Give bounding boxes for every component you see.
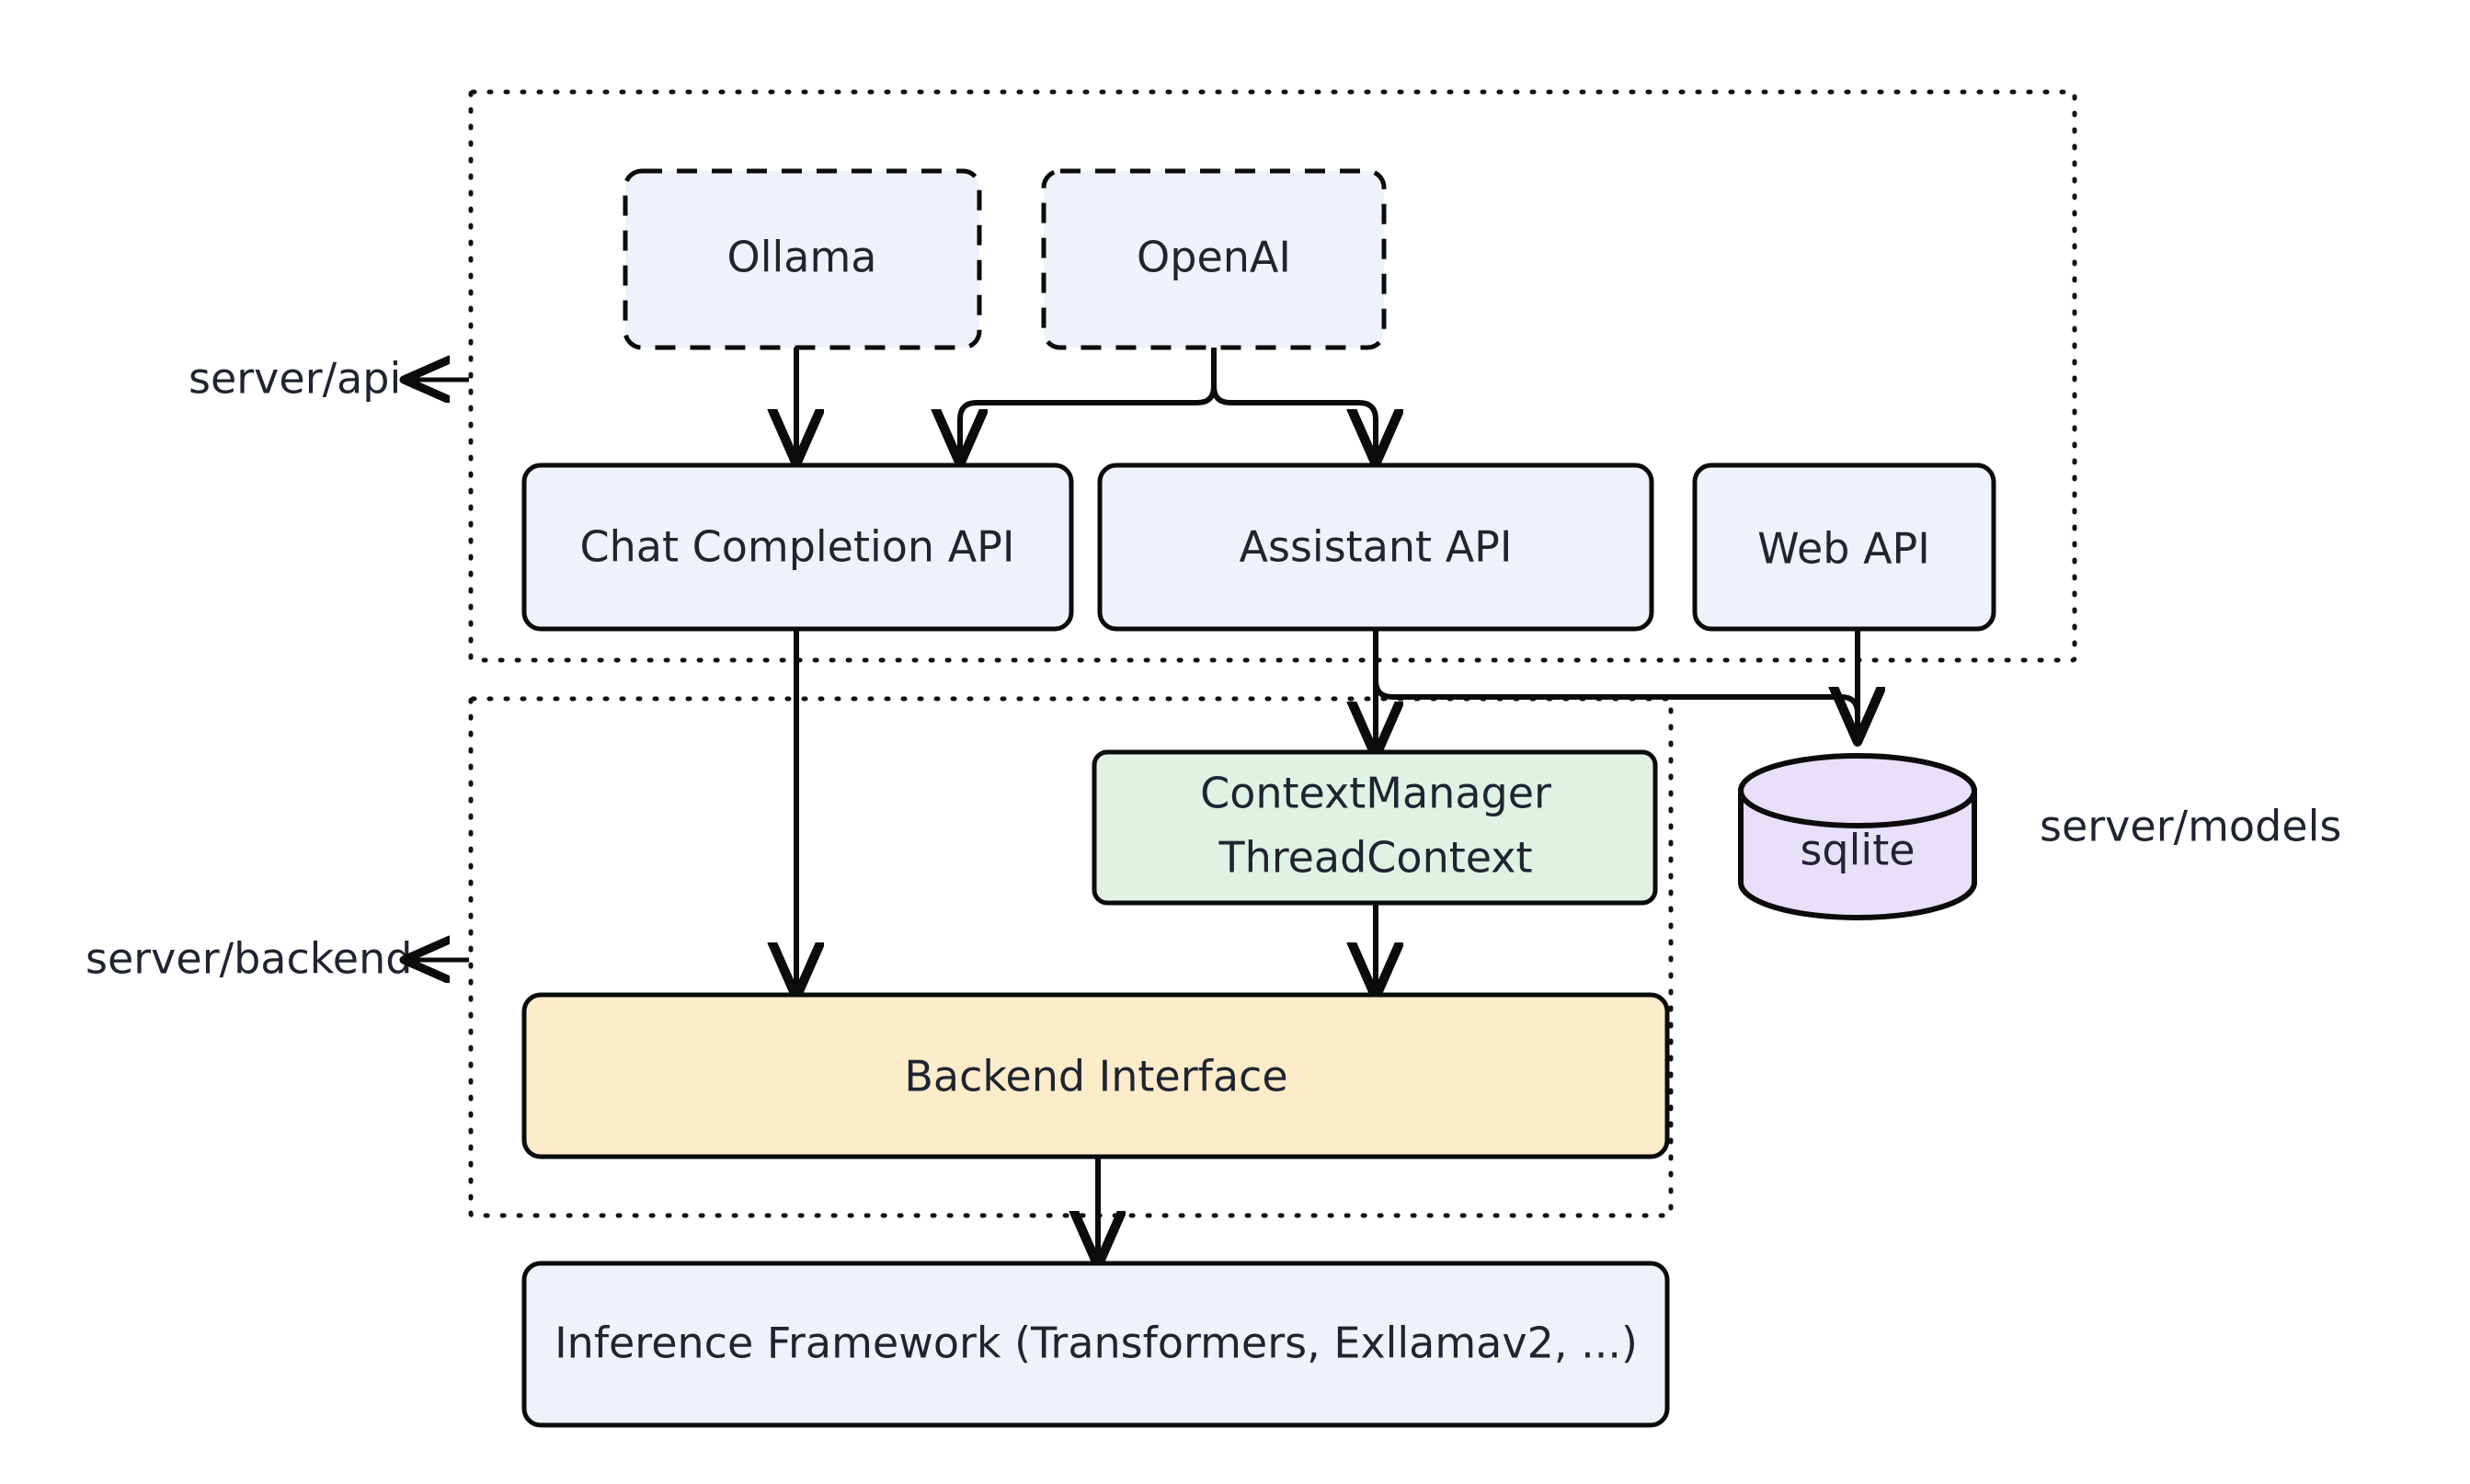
node-inference-framework[interactable]: Inference Framework (Transformers, Exlla… — [521, 1261, 1670, 1428]
group-server-api — [468, 89, 2077, 663]
node-context-manager-label-line1: ContextManager — [1200, 769, 1551, 818]
node-ollama-shape[interactable] — [623, 168, 982, 350]
node-ollama-label: Ollama — [727, 233, 877, 282]
edge-assistant-api-to-sqlite — [1373, 629, 1858, 737]
node-web-api-label: Web API — [1757, 524, 1930, 574]
node-openai[interactable]: OpenAI — [1041, 168, 1387, 350]
node-chat-completion-api-shape[interactable] — [521, 462, 1074, 632]
node-backend-interface-shape[interactable] — [521, 992, 1670, 1159]
node-sqlite-label: sqlite — [1800, 826, 1915, 875]
node-web-api-shape[interactable] — [1692, 462, 1996, 632]
side-label-server-models-text: server/models — [2040, 802, 2341, 851]
node-context-manager[interactable]: ContextManager ThreadContext — [1092, 749, 1658, 906]
side-label-server-backend: server/backend — [86, 934, 469, 984]
node-chat-completion-api[interactable]: Chat Completion API — [521, 462, 1074, 632]
side-label-server-models: server/models — [2040, 802, 2341, 851]
node-web-api[interactable]: Web API — [1692, 462, 1996, 632]
side-label-server-backend-text: server/backend — [86, 934, 412, 984]
node-backend-interface[interactable]: Backend Interface — [521, 992, 1670, 1159]
node-openai-shape[interactable] — [1041, 168, 1387, 350]
node-backend-interface-label: Backend Interface — [904, 1052, 1287, 1102]
node-assistant-api[interactable]: Assistant API — [1097, 462, 1654, 632]
node-context-manager-label-line2: ThreadContext — [1218, 833, 1532, 883]
group-server-backend — [468, 696, 1674, 1218]
node-assistant-api-shape[interactable] — [1097, 462, 1654, 632]
node-sqlite[interactable]: sqlite — [1738, 753, 1977, 920]
node-assistant-api-label: Assistant API — [1240, 522, 1513, 572]
side-label-server-api: server/api — [189, 354, 469, 404]
side-label-server-api-text: server/api — [189, 354, 401, 404]
edge-openai-bus — [960, 348, 1217, 460]
node-inference-framework-shape[interactable] — [521, 1261, 1670, 1428]
node-ollama[interactable]: Ollama — [623, 168, 982, 350]
node-sqlite-top[interactable] — [1738, 753, 1977, 828]
node-inference-framework-label: Inference Framework (Transformers, Exlla… — [555, 1318, 1638, 1368]
node-context-manager-shape[interactable] — [1092, 749, 1658, 906]
node-chat-completion-api-label: Chat Completion API — [580, 522, 1015, 572]
edge-openai-bus-right — [1211, 385, 1376, 460]
node-openai-label: OpenAI — [1137, 233, 1291, 282]
